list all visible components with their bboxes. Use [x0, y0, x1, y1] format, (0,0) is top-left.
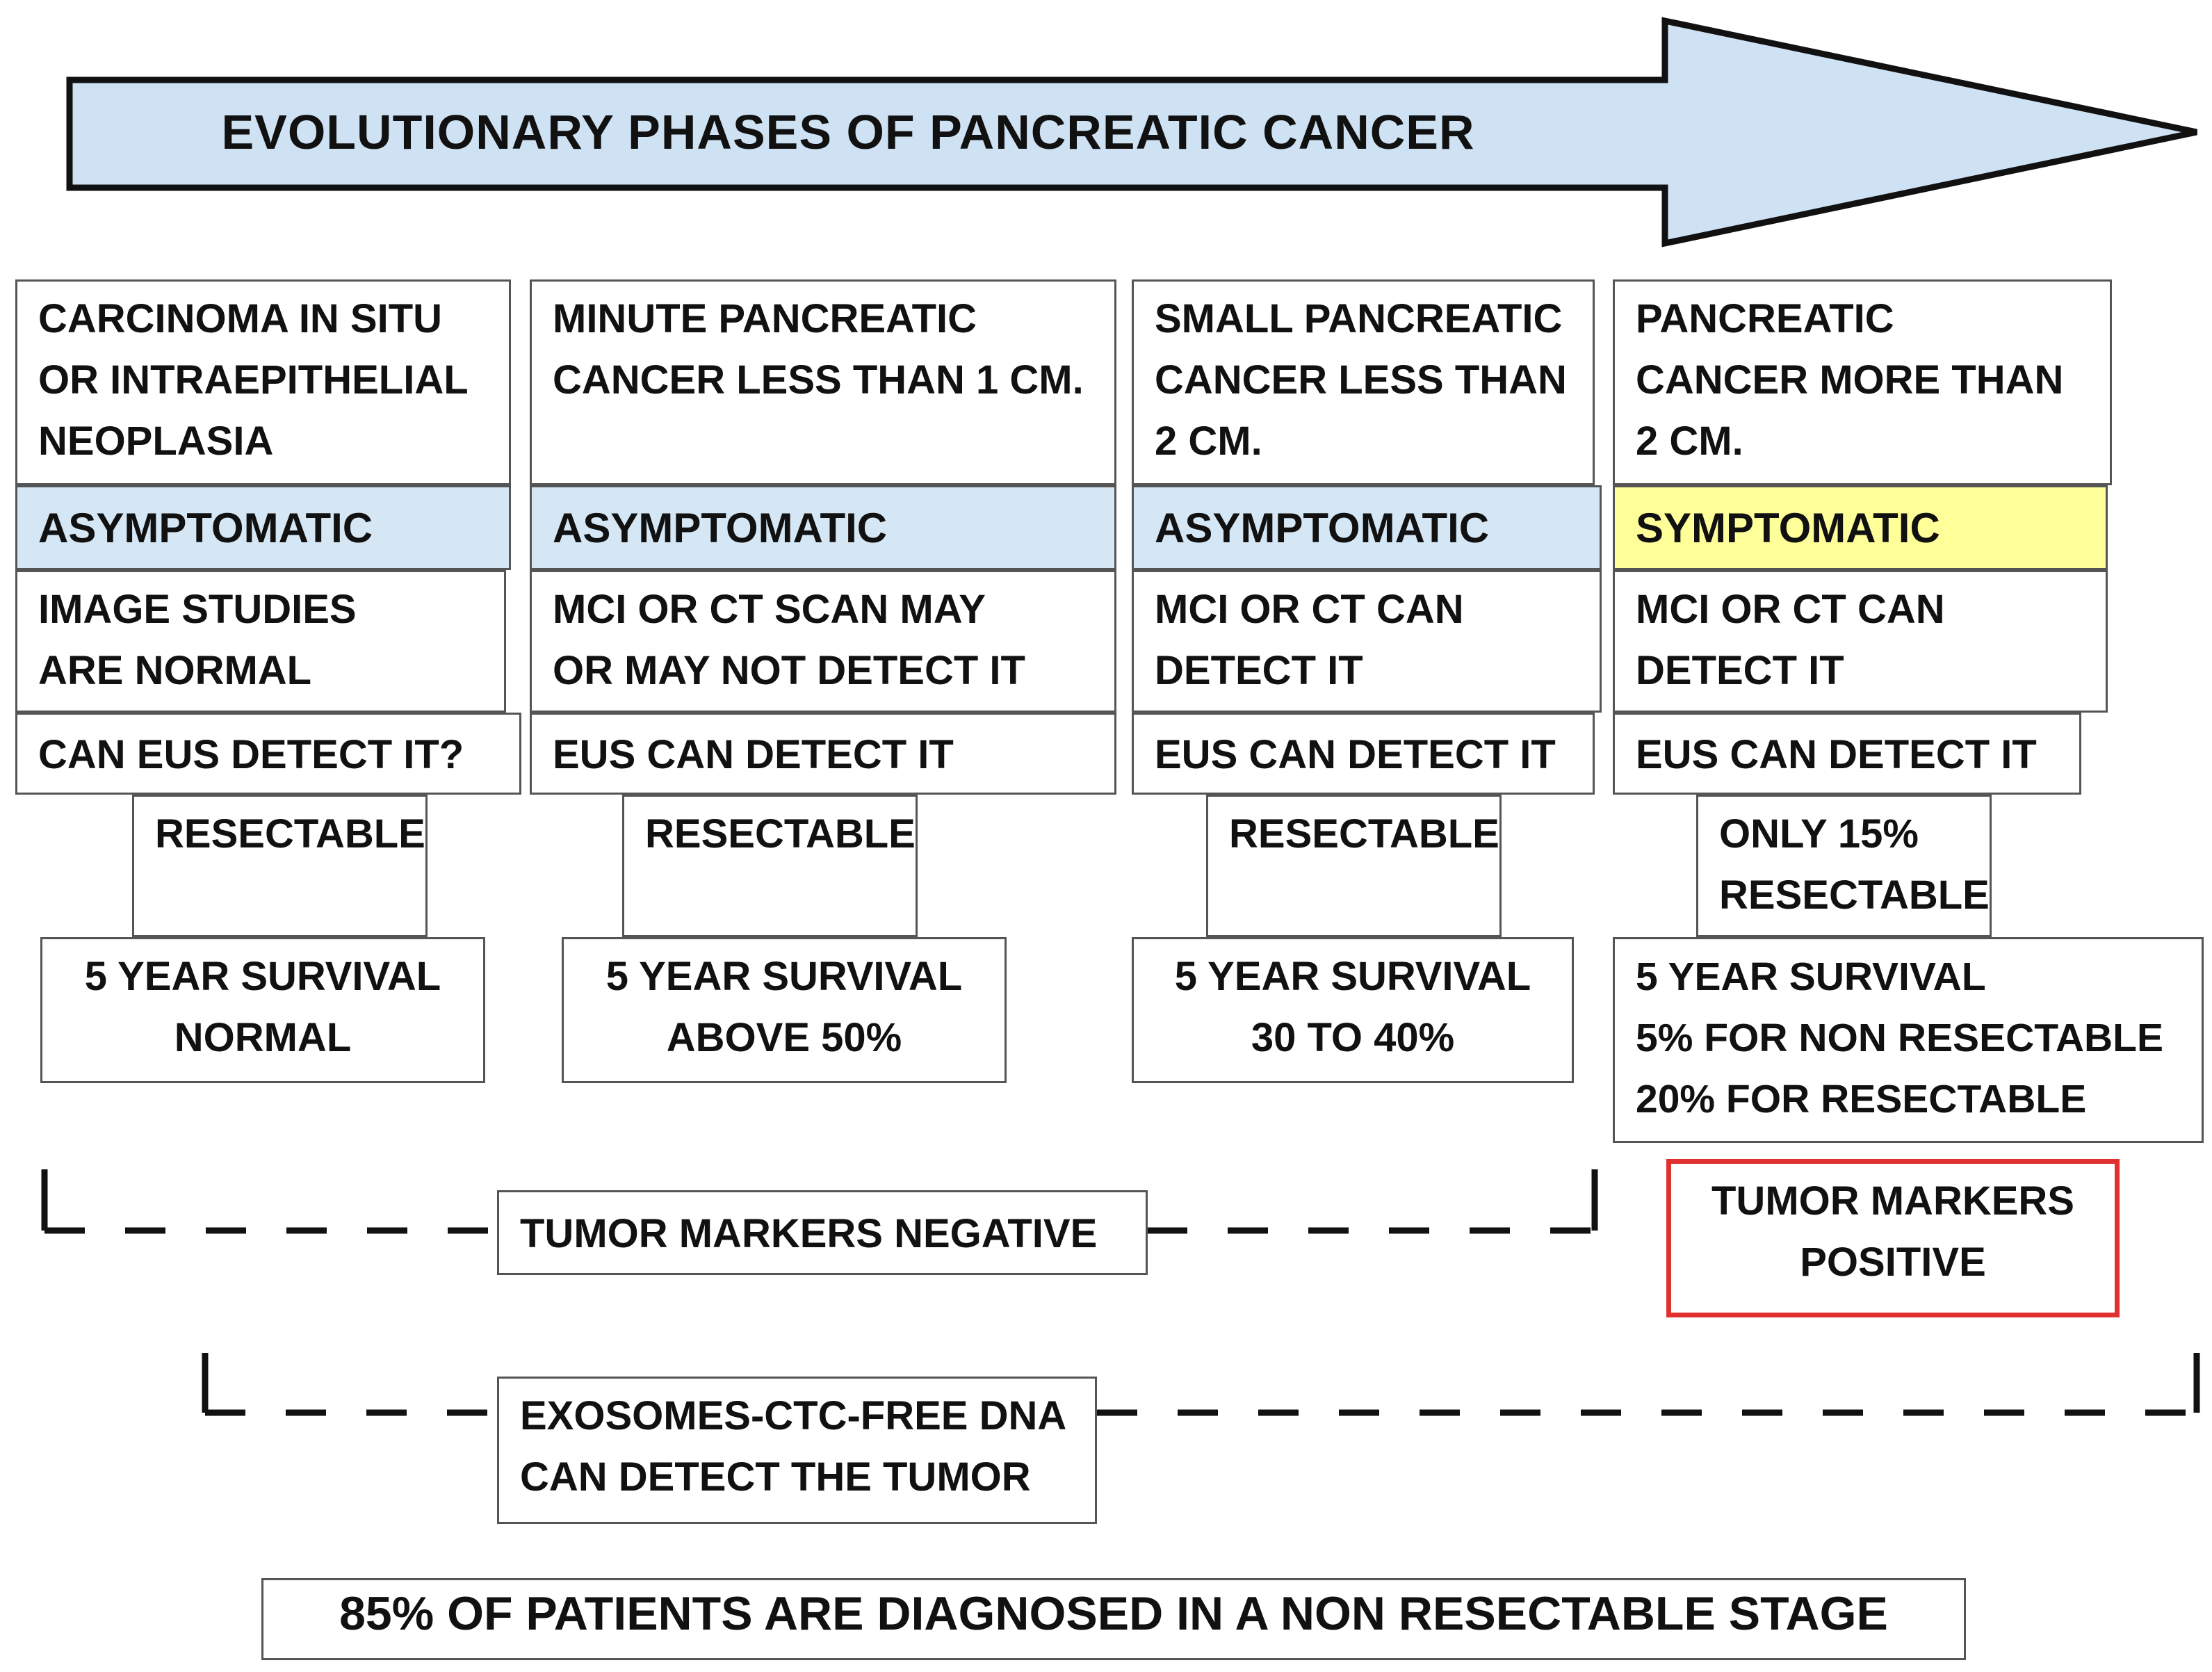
phase-arrow-shape — [66, 17, 2197, 247]
stage-4-symptom-badge: SYMPTOMATIC — [1613, 485, 2108, 570]
stage-2-resectability: RESECTABLE — [622, 795, 918, 937]
stage-1-resectability: RESECTABLE — [132, 795, 428, 937]
diagram-title: EVOLUTIONARY PHASES OF PANCREATIC CANCER — [221, 105, 1475, 159]
stage-3-resectability: RESECTABLE — [1206, 795, 1502, 937]
tumor-markers-positive: TUMOR MARKERS POSITIVE — [1666, 1159, 2120, 1317]
stage-4-description: PANCREATIC CANCER MORE THAN 2 CM. — [1613, 279, 2112, 485]
stage-1-imaging: IMAGE STUDIES ARE NORMAL — [15, 570, 506, 713]
stage-1-survival: 5 YEAR SURVIVAL NORMAL — [40, 937, 485, 1083]
liquid-biopsy-bracket — [202, 1353, 2200, 1416]
stage-2-survival: 5 YEAR SURVIVAL ABOVE 50% — [562, 937, 1007, 1083]
stage-2-symptom-badge: ASYMPTOMATIC — [530, 485, 1116, 570]
stage-2-imaging: MCI OR CT SCAN MAY OR MAY NOT DETECT IT — [530, 570, 1116, 713]
stage-2-eus: EUS CAN DETECT IT — [530, 713, 1116, 795]
stage-4-eus: EUS CAN DETECT IT — [1613, 713, 2081, 795]
liquid-biopsy-box: EXOSOMES-CTC-FREE DNA CAN DETECT THE TUM… — [497, 1377, 1097, 1524]
stage-3-eus: EUS CAN DETECT IT — [1132, 713, 1595, 795]
stage-4-resectability: ONLY 15% RESECTABLE — [1696, 795, 1992, 937]
stage-3-description: SMALL PANCREATIC CANCER LESS THAN 2 CM. — [1132, 279, 1595, 485]
negative-markers-bracket — [41, 1169, 1598, 1234]
stage-4-survival: 5 YEAR SURVIVAL 5% FOR NON RESECTABLE 20… — [1613, 937, 2204, 1143]
stage-1-description: CARCINOMA IN SITU OR INTRAEPITHELIAL NEO… — [15, 279, 511, 485]
footer-note: 85% OF PATIENTS ARE DIAGNOSED IN A NON R… — [261, 1578, 1966, 1660]
stage-1-eus: CAN EUS DETECT IT? — [15, 713, 521, 795]
stage-3-symptom-badge: ASYMPTOMATIC — [1132, 485, 1602, 570]
stage-4-imaging: MCI OR CT CAN DETECT IT — [1613, 570, 2108, 713]
tumor-markers-negative: TUMOR MARKERS NEGATIVE — [497, 1190, 1148, 1275]
stage-3-imaging: MCI OR CT CAN DETECT IT — [1132, 570, 1602, 713]
stage-2-description: MINUTE PANCREATIC CANCER LESS THAN 1 CM. — [530, 279, 1116, 485]
stage-3-survival: 5 YEAR SURVIVAL 30 TO 40% — [1132, 937, 1574, 1083]
stage-1-symptom-badge: ASYMPTOMATIC — [15, 485, 511, 570]
